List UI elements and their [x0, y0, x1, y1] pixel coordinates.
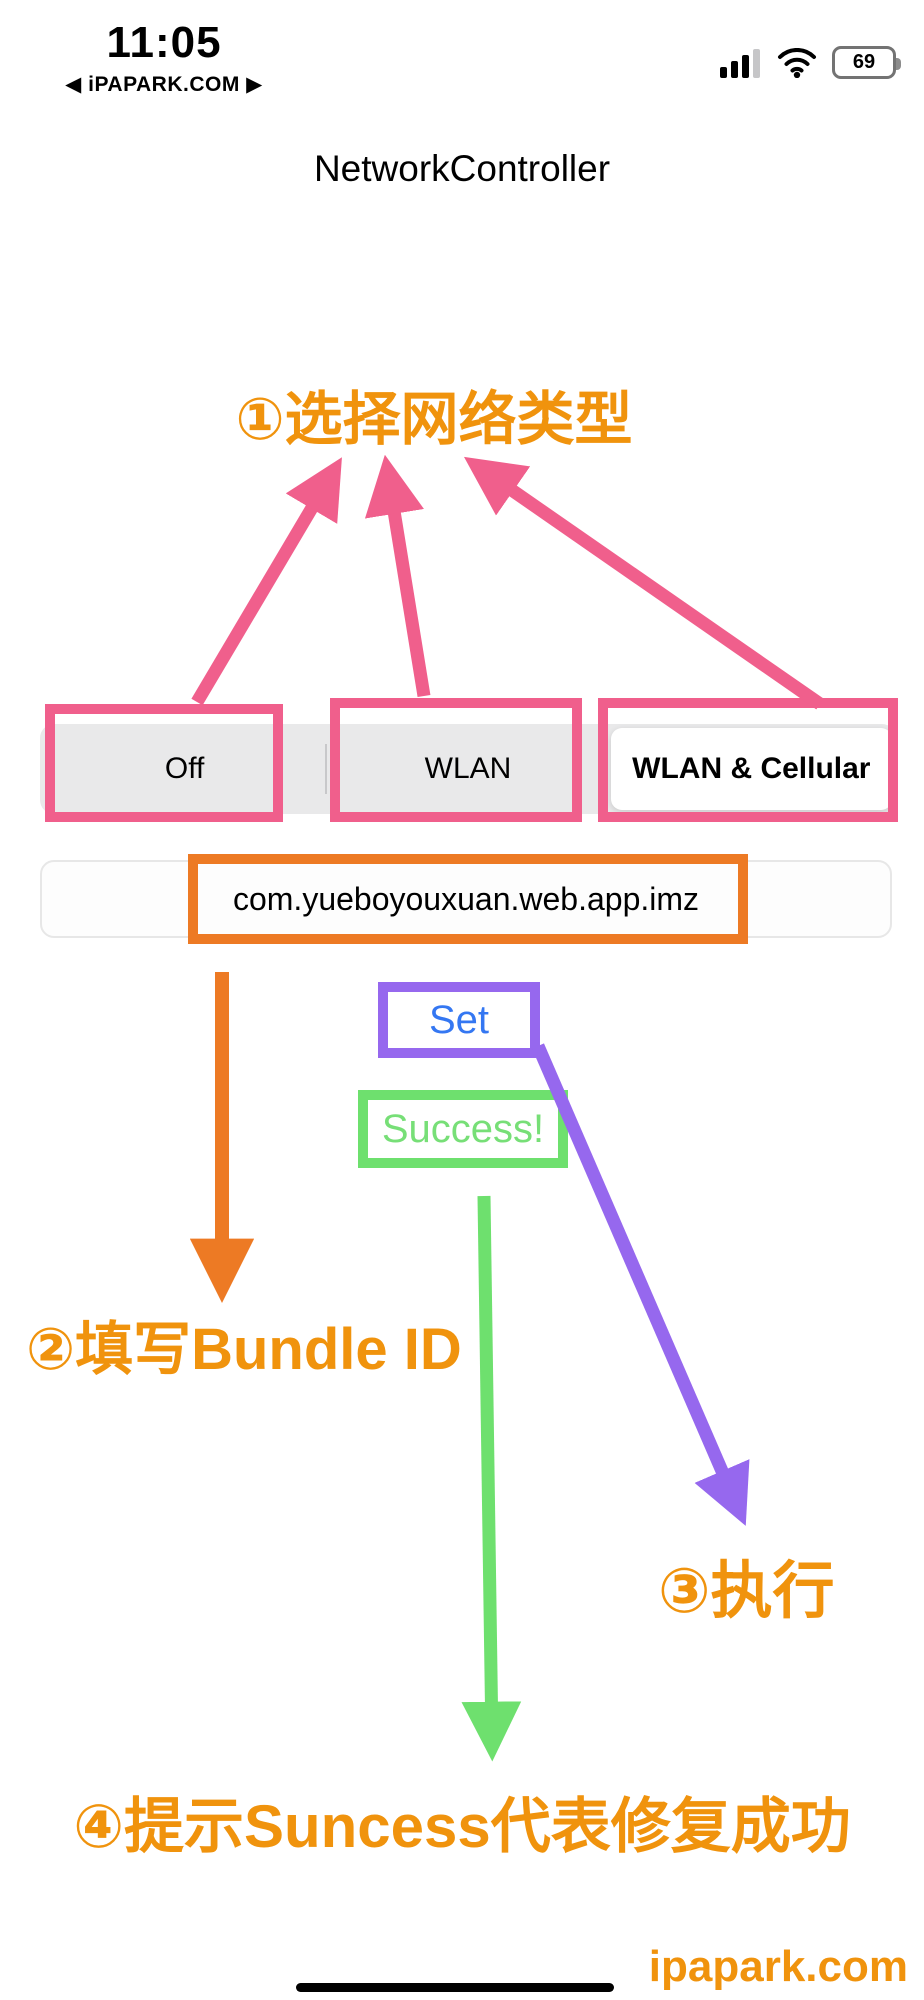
- segment-wlan[interactable]: WLAN: [327, 728, 608, 810]
- watermark: ipapark.com: [648, 1942, 908, 1991]
- annotation-step3: ③执行: [658, 1557, 835, 1626]
- highlight-box-off: [45, 704, 283, 822]
- success-message: Success!: [381, 1106, 545, 1151]
- wifi-icon: [778, 47, 816, 78]
- cellular-signal-icon: [720, 48, 760, 78]
- arrow-step1-from-cellular: [463, 456, 824, 710]
- segment-off[interactable]: Off: [44, 728, 325, 810]
- segment-divider: [325, 744, 328, 794]
- set-button[interactable]: Set: [428, 997, 490, 1042]
- highlight-box-bundle-id: [188, 854, 748, 944]
- arrow-step3: [532, 1043, 750, 1526]
- arrow-step4: [461, 1195, 522, 1762]
- battery-percent: 69: [852, 51, 876, 73]
- status-time: 11:05: [106, 18, 222, 67]
- home-indicator[interactable]: [296, 1983, 614, 1992]
- annotation-step1: ①选择网络类型: [235, 387, 633, 452]
- bundle-id-value: com.yueboyouxuan.web.app.imz: [232, 880, 700, 917]
- status-bar-left: 11:05 ◀ iPAPARK.COM ▶: [26, 18, 302, 97]
- annotation-step2: ②填写Bundle ID: [26, 1317, 462, 1382]
- segment-wlan-label: WLAN: [424, 752, 512, 785]
- network-type-segmented-control: Off WLAN WLAN & Cellular: [40, 724, 896, 814]
- segment-wlan-cellular[interactable]: WLAN & Cellular: [610, 728, 892, 810]
- site-banner: ◀ iPAPARK.COM ▶: [65, 73, 263, 96]
- highlight-box-set: Set: [378, 982, 540, 1058]
- highlight-box-wlan-cellular: [598, 698, 898, 822]
- highlight-box-wlan: [330, 698, 582, 822]
- annotation-step4: ④提示Suncess代表修复成功: [73, 1793, 851, 1860]
- bundle-id-input[interactable]: com.yueboyouxuan.web.app.imz: [40, 860, 892, 938]
- app-title: NetworkController: [313, 148, 611, 189]
- arrow-step1-from-off: [191, 457, 342, 706]
- segment-wlan-cellular-label: WLAN & Cellular: [632, 752, 871, 785]
- highlight-box-success: Success!: [358, 1090, 568, 1168]
- battery-icon: 69: [832, 46, 901, 79]
- status-bar-right: 69: [720, 46, 901, 79]
- arrow-step1-from-wlan: [364, 454, 431, 698]
- battery-nub: [896, 58, 901, 70]
- segment-off-label: Off: [164, 752, 205, 785]
